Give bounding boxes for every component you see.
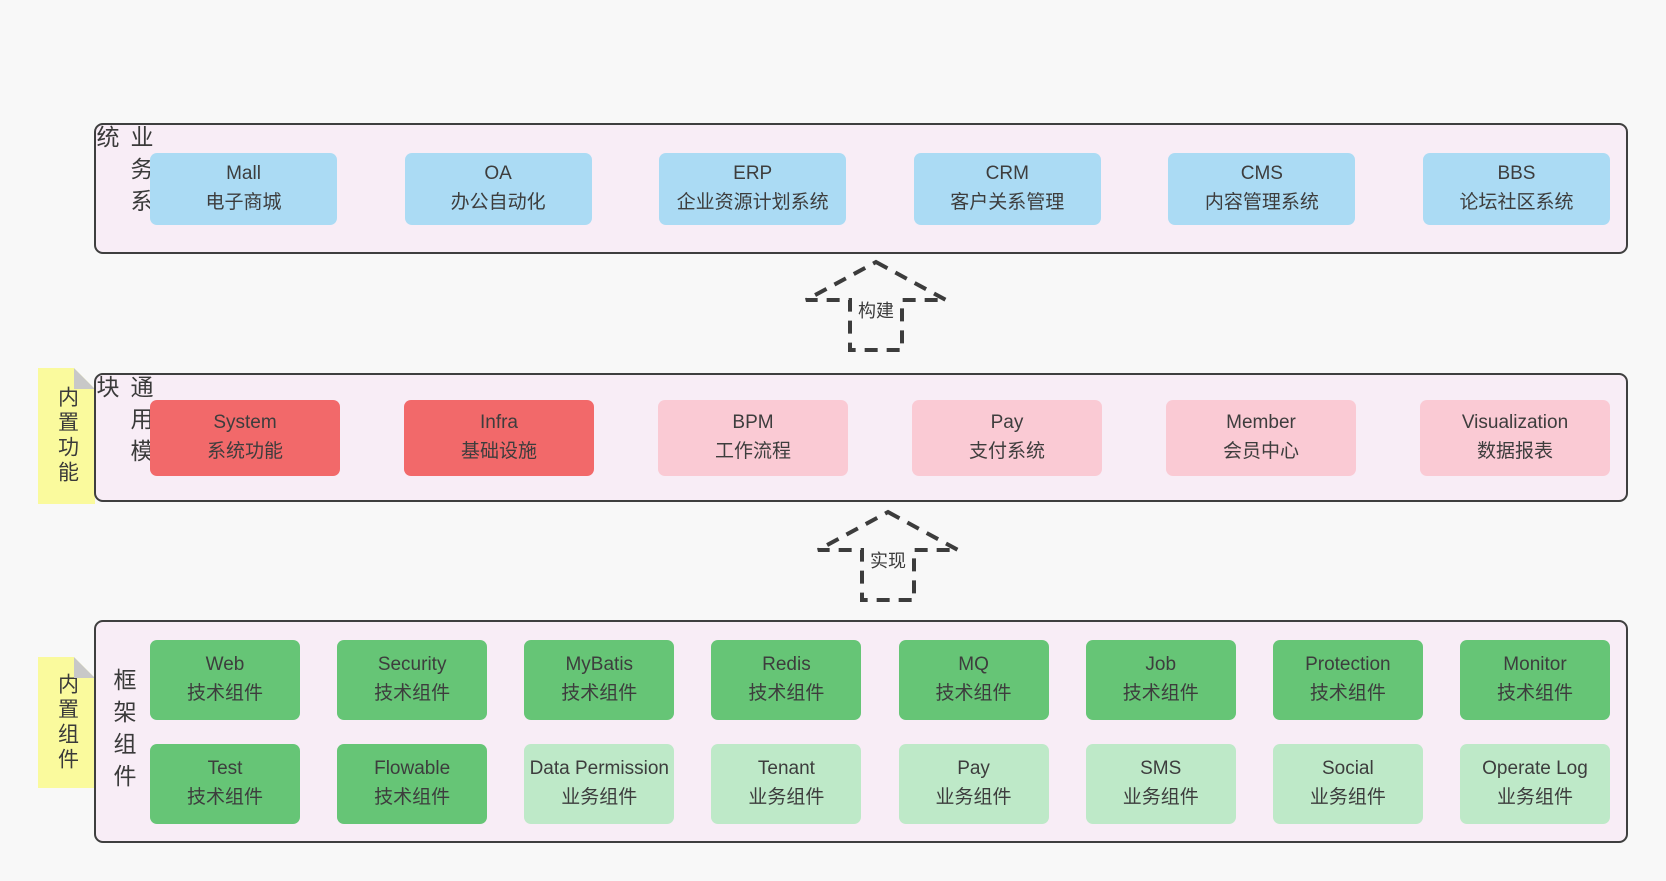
box-social: Social 业务组件 <box>1272 743 1423 824</box>
box-protection: Protection 技术组件 <box>1272 639 1423 720</box>
components-band-boxes: Web 技术组件 Security 技术组件 MyBatis 技术组件 Redi… <box>150 622 1626 841</box>
box-pay-biz: Pay 业务组件 <box>898 743 1049 824</box>
box-operate-log: Operate Log 业务组件 <box>1459 743 1610 824</box>
common-modules-band: 通用模块 System 系统功能 Infra 基础设施 BPM 工作流程 Pay… <box>93 373 1628 502</box>
box-system: System 系统功能 <box>150 399 340 476</box>
framework-components-band: 框架组件 Web 技术组件 Security 技术组件 MyBatis 技术组件… <box>94 620 1628 843</box>
box-pay: Pay 支付系统 <box>912 399 1102 476</box>
box-flowable: Flowable 技术组件 <box>337 743 488 824</box>
business-band-boxes: Mall 电子商城 OA 办公自动化 ERP 企业资源计划系统 CRM 客户关系… <box>150 125 1626 252</box>
box-sms: SMS 业务组件 <box>1085 743 1236 824</box>
box-mall: Mall 电子商城 <box>150 152 337 225</box>
box-crm: CRM 客户关系管理 <box>913 152 1101 225</box>
box-redis: Redis 技术组件 <box>711 639 862 720</box>
box-oa: OA 办公自动化 <box>404 152 592 225</box>
box-security: Security 技术组件 <box>337 639 488 720</box>
components-row-1: Web 技术组件 Security 技术组件 MyBatis 技术组件 Redi… <box>150 639 1610 720</box>
box-web: Web 技术组件 <box>150 639 300 720</box>
box-erp: ERP 企业资源计划系统 <box>659 152 847 225</box>
components-row-2: Test 技术组件 Flowable 技术组件 Data Permission … <box>150 743 1610 824</box>
arrow-build-label: 构建 <box>858 301 894 321</box>
components-band-label: 框架组件 <box>110 667 136 796</box>
box-mybatis: MyBatis 技术组件 <box>524 639 675 720</box>
folded-corner-icon <box>74 657 95 678</box>
box-job: Job 技术组件 <box>1085 639 1236 720</box>
business-band-label: 业务系统 <box>93 125 153 221</box>
modules-band-label: 通用模块 <box>93 375 153 471</box>
business-systems-band: 业务系统 Mall 电子商城 OA 办公自动化 ERP 企业资源计划系统 CRM… <box>93 123 1628 254</box>
arrow-implement-label: 实现 <box>870 551 906 571</box>
box-test: Test 技术组件 <box>150 743 300 824</box>
box-data-permission: Data Permission 业务组件 <box>524 743 675 824</box>
arrow-up-build-icon: 构建 <box>805 259 947 352</box>
arrow-up-implement-icon: 实现 <box>817 509 959 602</box>
box-mq: MQ 技术组件 <box>898 639 1049 720</box>
box-member: Member 会员中心 <box>1166 399 1356 476</box>
box-bpm: BPM 工作流程 <box>658 399 848 476</box>
box-bbs: BBS 论坛社区系统 <box>1422 152 1610 225</box>
box-infra: Infra 基础设施 <box>404 399 594 476</box>
box-visualization: Visualization 数据报表 <box>1420 399 1610 476</box>
box-monitor: Monitor 技术组件 <box>1459 639 1610 720</box>
modules-band-boxes: System 系统功能 Infra 基础设施 BPM 工作流程 Pay 支付系统… <box>150 375 1626 500</box>
box-tenant: Tenant 业务组件 <box>711 743 862 824</box>
sticky-note-built-in-features: 内置功能 <box>38 368 95 504</box>
box-cms: CMS 内容管理系统 <box>1168 152 1356 225</box>
sticky-note-built-in-components: 内置组件 <box>38 657 95 788</box>
